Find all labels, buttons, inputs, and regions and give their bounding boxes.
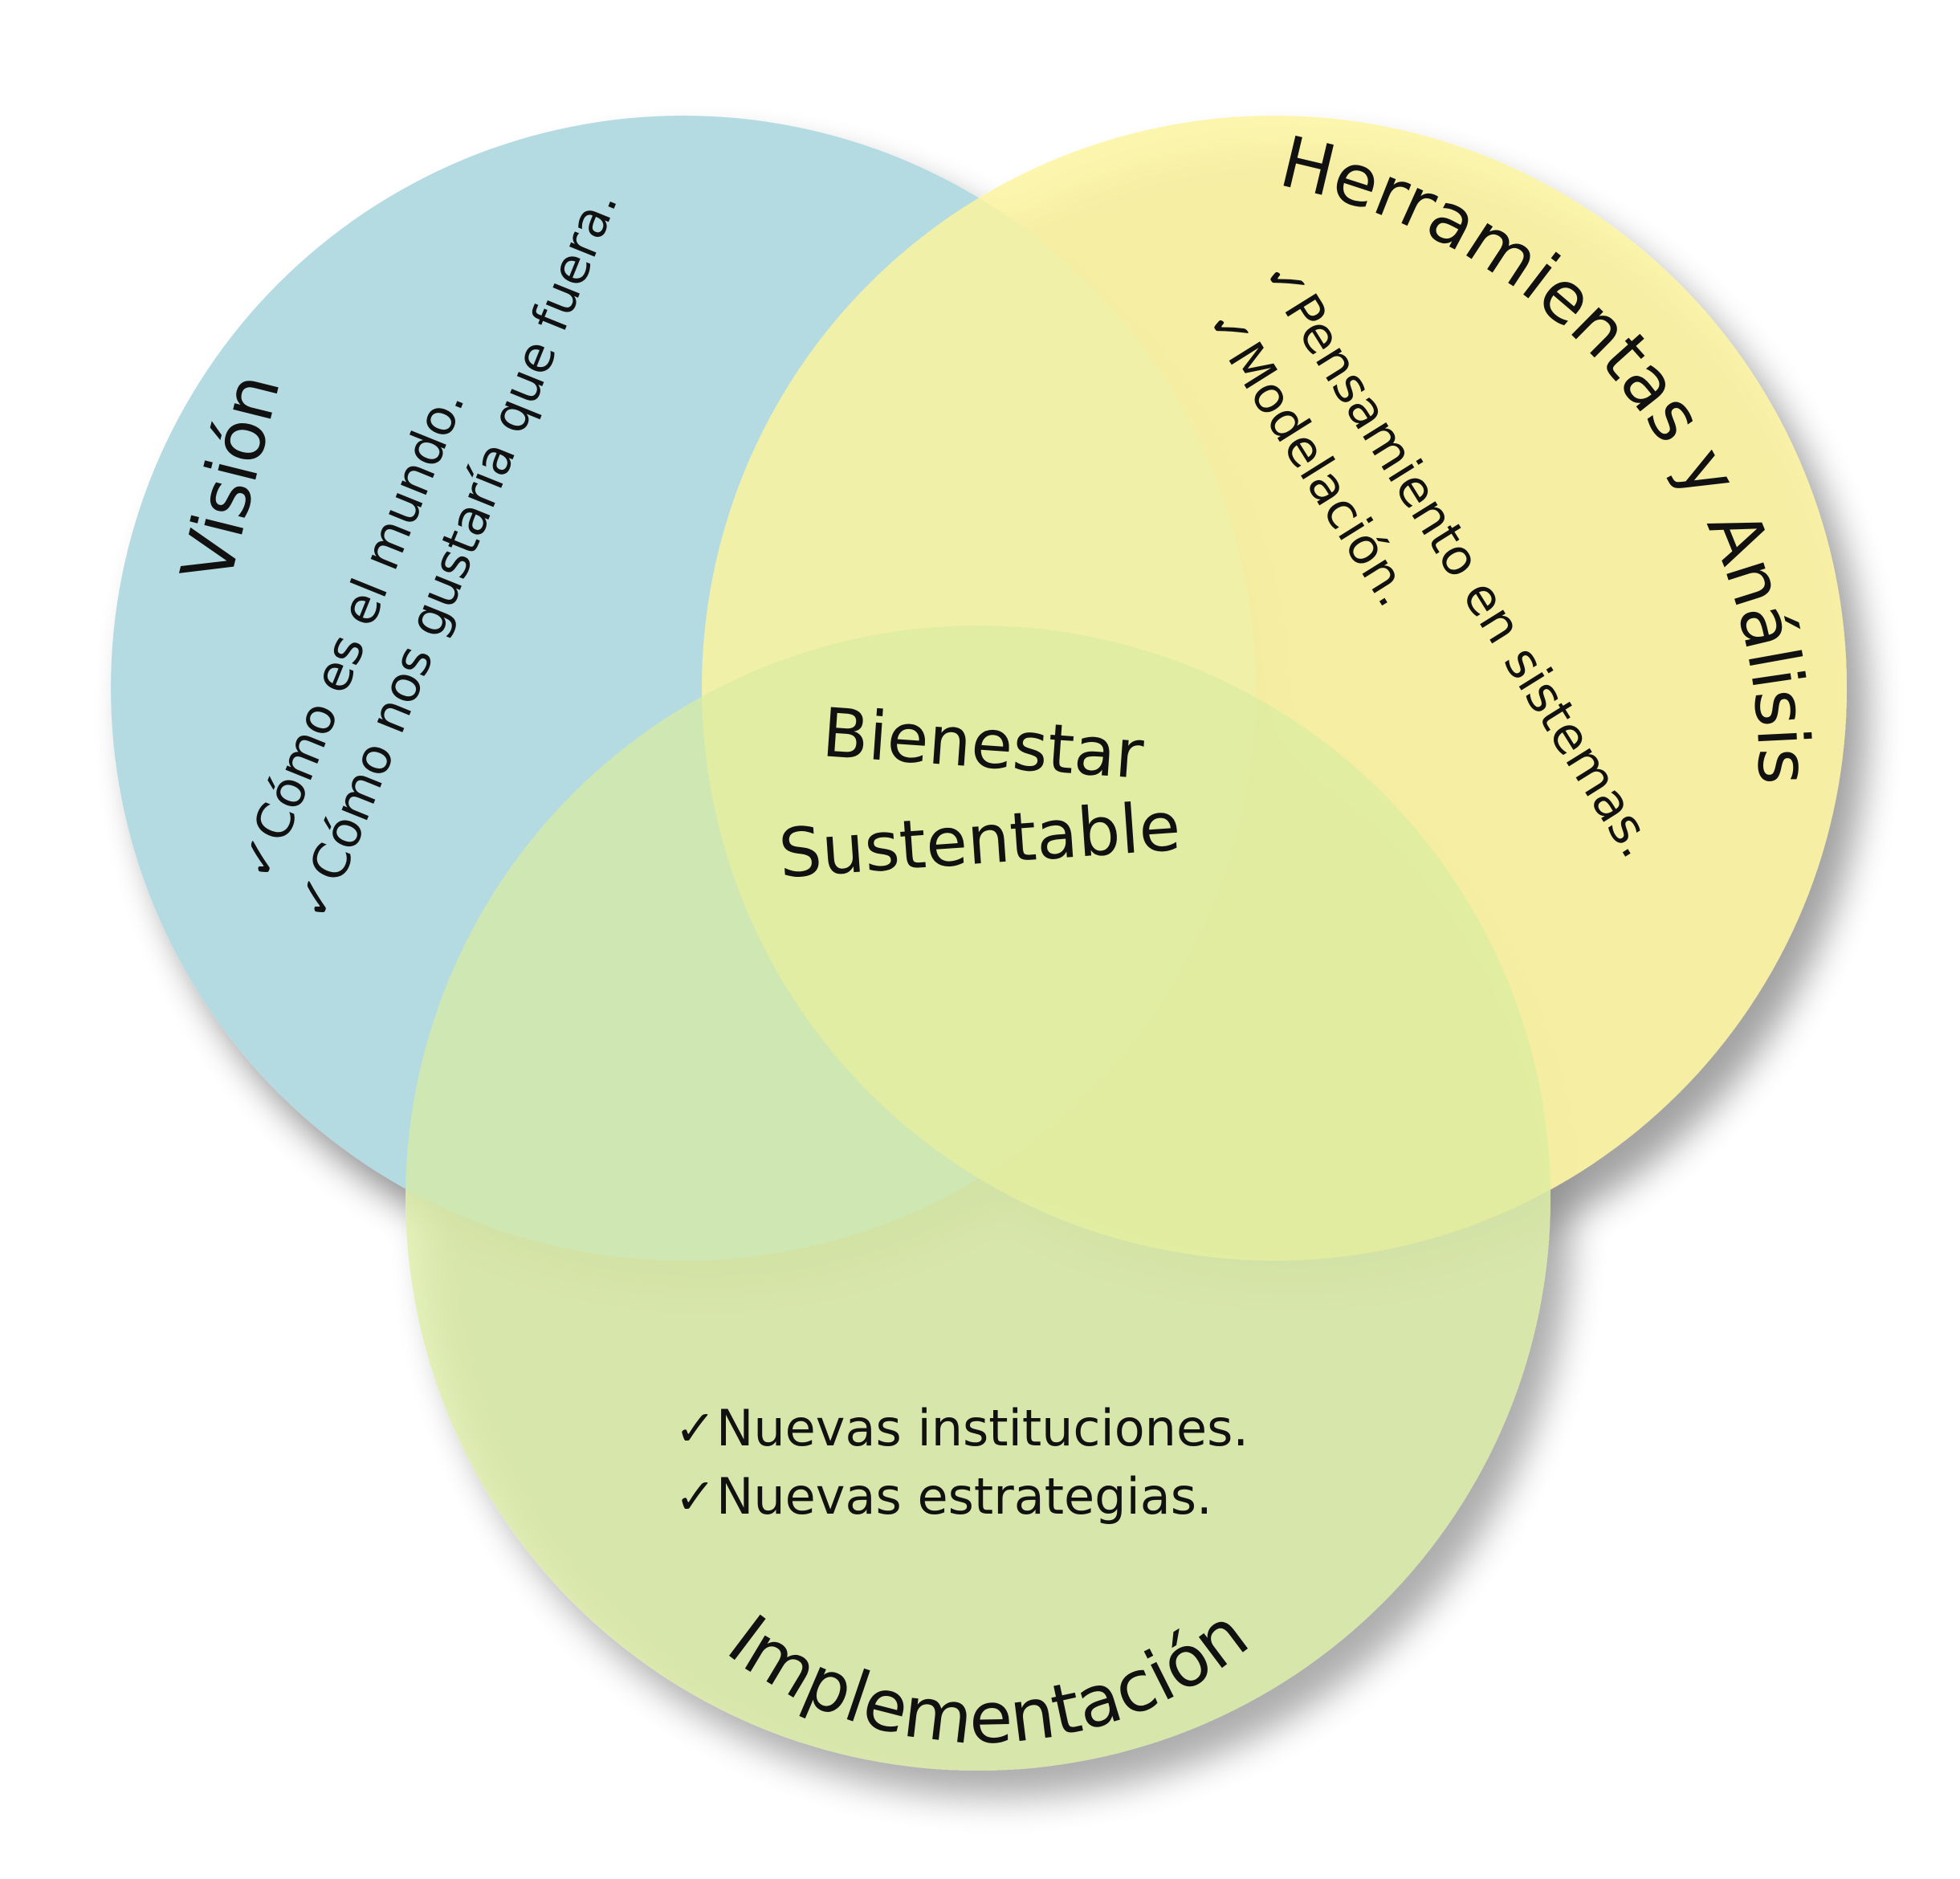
implementacion-item-1: ✓Nuevas instituciones.: [674, 1399, 1249, 1457]
implementacion-item-2: ✓Nuevas estrategias.: [674, 1467, 1212, 1526]
implementacion-circle: [405, 626, 1550, 1771]
